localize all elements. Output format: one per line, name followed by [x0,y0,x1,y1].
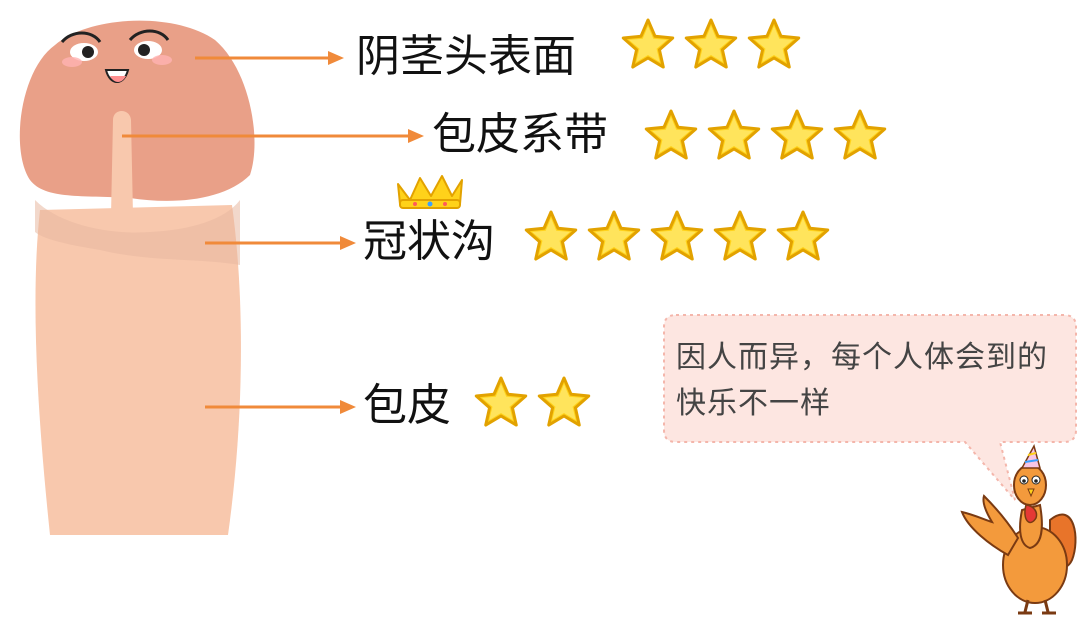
star-icon [644,109,698,160]
star-icon [537,376,591,427]
star-icon [474,376,528,427]
label-frenulum: 包皮系带 [432,109,608,160]
speech-bubble [663,314,1077,501]
arrow-to-foreskin [205,400,356,414]
speech-bubble-text: 因人而异，每个人体会到的快乐不一样 [676,340,1048,421]
label-glans-surface: 阴茎头表面 [356,31,576,82]
label-foreskin: 包皮 [363,380,451,431]
rating-glans-surface [620,16,802,72]
arrow-to-corona [205,236,356,250]
crown-icon [397,175,463,209]
arrow-to-frenulum [122,129,424,143]
star-icon [770,109,824,160]
star-icon [833,109,887,160]
star-icon [621,18,675,69]
star-icon [707,109,761,160]
star-icon [776,210,830,261]
chicken-mascot-icon [960,444,1077,615]
shaft-shape [35,205,241,535]
label-corona: 冠状沟 [363,216,495,267]
arrow-to-glans-surface [195,51,344,65]
star-icon [524,210,578,261]
star-icon [747,18,801,69]
rating-foreskin [473,374,592,430]
star-icon [587,210,641,261]
rating-corona [523,208,831,264]
coronal-shade [35,200,240,265]
star-icon [650,210,704,261]
frenulum-shape [110,111,133,230]
smiley-face-icon [60,29,172,83]
star-icon [684,18,738,69]
rating-frenulum [643,107,888,163]
star-icon [713,210,767,261]
